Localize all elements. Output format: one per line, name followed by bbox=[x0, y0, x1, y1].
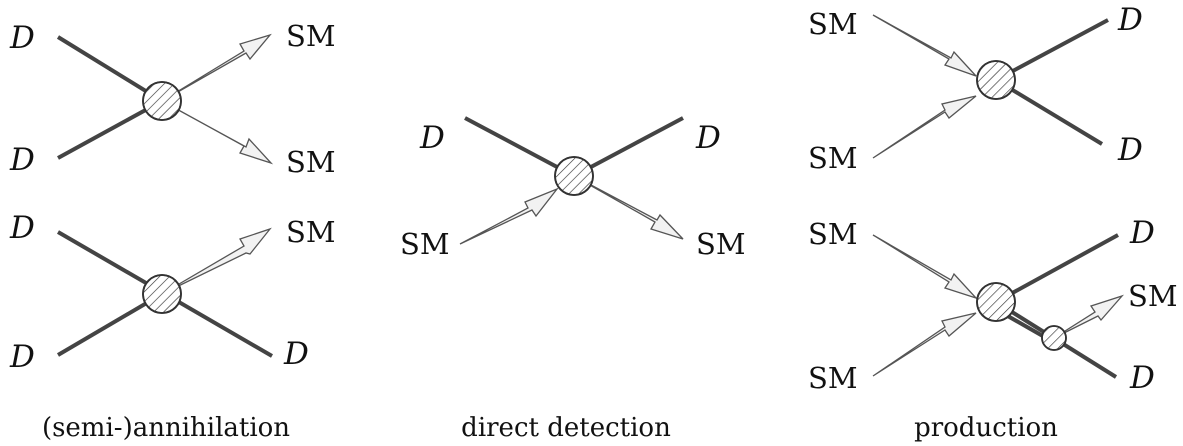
dark-line bbox=[464, 116, 575, 178]
caption-direct-detection: direct detection bbox=[461, 413, 671, 443]
sm-label: SM bbox=[286, 145, 336, 179]
sm-label: SM bbox=[1128, 279, 1178, 313]
dark-label: D bbox=[695, 120, 721, 156]
vertex-blob bbox=[142, 274, 182, 314]
dark-label: D bbox=[9, 339, 35, 375]
vertex-blob bbox=[554, 156, 594, 196]
sm-label: SM bbox=[286, 215, 336, 249]
dark-line bbox=[573, 116, 684, 178]
sm-arrow bbox=[1053, 294, 1125, 339]
sm-arrow bbox=[872, 312, 977, 377]
sm-arrow bbox=[161, 33, 272, 102]
production-diagram: SM SM D D bbox=[808, 2, 1143, 175]
dark-label: D bbox=[1129, 360, 1155, 396]
production-decay-diagram: SM SM D SM D bbox=[808, 215, 1178, 396]
sm-arrow bbox=[872, 95, 977, 159]
caption-annihilation: (semi-)annihilation bbox=[42, 413, 290, 443]
sm-label: SM bbox=[696, 227, 746, 261]
vertex-blob bbox=[976, 60, 1016, 100]
dark-line bbox=[56, 292, 164, 357]
vertex-blob bbox=[142, 81, 182, 121]
sm-label: SM bbox=[808, 361, 858, 395]
sm-arrow bbox=[459, 187, 560, 245]
sm-label: SM bbox=[286, 19, 336, 53]
direct-detection-diagram: D D SM SM bbox=[400, 116, 746, 261]
decay-vertex-blob bbox=[1041, 325, 1067, 351]
sm-arrow bbox=[872, 234, 979, 300]
dark-label: D bbox=[1117, 2, 1143, 38]
sm-arrow bbox=[573, 175, 684, 240]
dark-label: D bbox=[9, 210, 35, 246]
dark-label: D bbox=[419, 120, 445, 156]
dark-line bbox=[56, 35, 164, 103]
dark-line bbox=[995, 18, 1109, 82]
annihilation-diagram: D D SM SM bbox=[9, 19, 336, 179]
sm-arrow bbox=[161, 227, 272, 295]
dark-label: D bbox=[9, 142, 35, 178]
vertex-blob bbox=[976, 282, 1016, 322]
dark-line bbox=[994, 78, 1104, 146]
sm-label: SM bbox=[400, 227, 450, 261]
dark-label: D bbox=[1117, 132, 1143, 168]
dark-label: D bbox=[9, 20, 35, 56]
dark-label: D bbox=[1129, 215, 1155, 251]
dark-label: D bbox=[283, 336, 309, 372]
sm-label: SM bbox=[808, 7, 858, 41]
caption-production: production bbox=[914, 413, 1058, 443]
sm-arrow bbox=[161, 100, 274, 165]
sm-label: SM bbox=[808, 217, 858, 251]
dark-line bbox=[995, 233, 1119, 304]
semi-annihilation-diagram: D D SM D bbox=[9, 210, 336, 375]
sm-label: SM bbox=[808, 141, 858, 175]
sm-arrow bbox=[872, 14, 977, 77]
